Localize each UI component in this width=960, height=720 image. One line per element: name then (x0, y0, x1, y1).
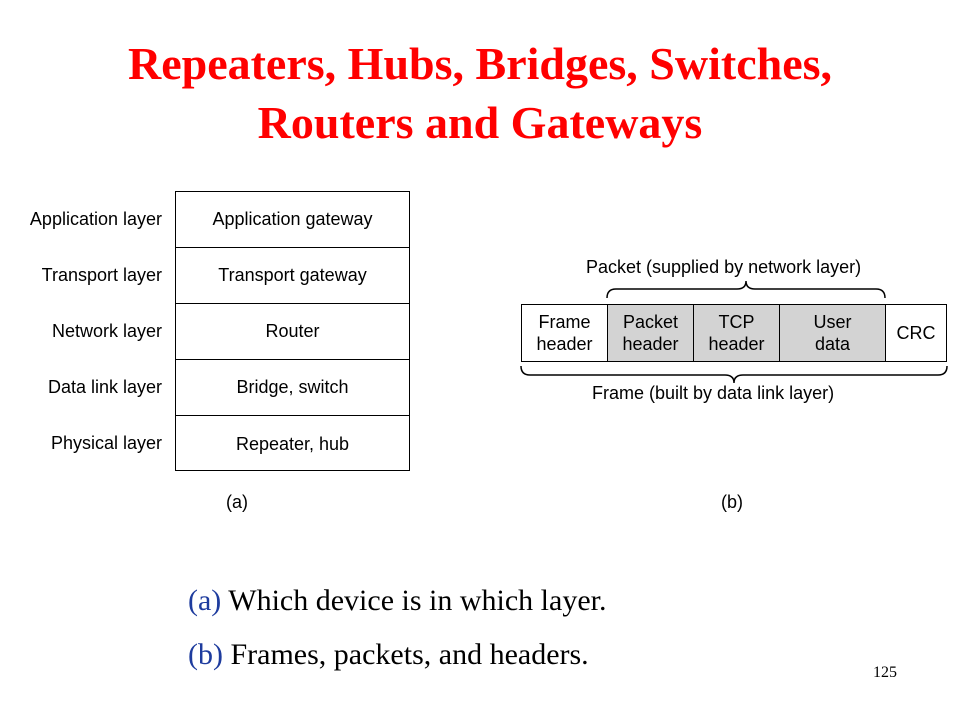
slide-title-line-2: Routers and Gateways (257, 97, 703, 148)
frame-structure: Frame header Packet header TCP header Us… (521, 304, 947, 362)
user-data-cell: User data (780, 305, 886, 361)
caption-text-b: Frames, packets, and headers. (230, 638, 589, 671)
diagram-a-caption: (a) (226, 492, 248, 512)
frame-brace-label: Frame (built by data link layer) (592, 383, 835, 403)
caption-line-a: (a) Which device is in which layer. (188, 583, 606, 619)
layer-label-data-link: Data link layer (47, 377, 162, 397)
frame-brace (520, 365, 948, 384)
layer-label-transport: Transport layer (41, 265, 162, 285)
caption-tag-a: (a) (188, 584, 222, 617)
caption-tag-b: (b) (188, 638, 223, 671)
device-layer-stack: Application gateway Transport gateway Ro… (175, 191, 410, 471)
packet-header-cell: Packet header (608, 305, 694, 361)
layer-label-physical: Physical layer (50, 433, 162, 453)
device-cell-network: Router (176, 304, 409, 360)
slide-title-line-1: Repeaters, Hubs, Bridges, Switches, (127, 38, 833, 89)
device-cell-physical: Repeater, hub (235, 433, 350, 454)
tcp-header-cell: TCP header (694, 305, 780, 361)
packet-brace (606, 280, 886, 299)
device-cell-data-link: Bridge, switch (176, 360, 409, 416)
layer-label-application: Application layer (29, 209, 162, 229)
device-cell-transport: Transport gateway (176, 248, 409, 304)
device-cell-application: Application gateway (176, 192, 409, 248)
frame-header-cell: Frame header (522, 305, 608, 361)
layer-label-network: Network layer (51, 321, 162, 341)
diagram-b-caption: (b) (721, 492, 743, 512)
caption-line-b: (b) Frames, packets, and headers. (188, 637, 589, 673)
page-number: 125 (873, 664, 897, 681)
packet-brace-label: Packet (supplied by network layer) (586, 257, 862, 277)
crc-cell: CRC (896, 323, 936, 343)
caption-text-a: Which device is in which layer. (228, 584, 607, 617)
